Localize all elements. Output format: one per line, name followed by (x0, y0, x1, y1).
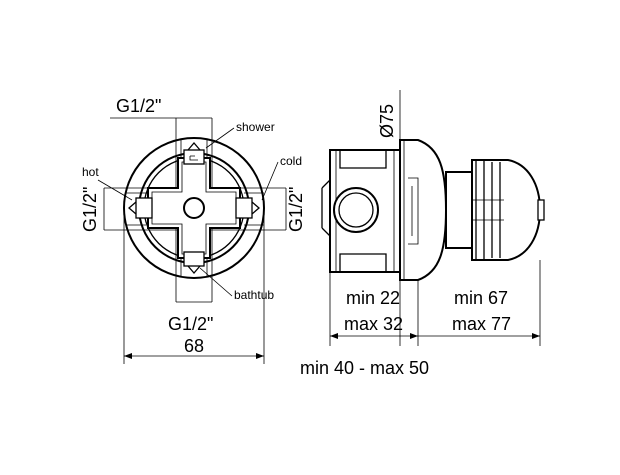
hot-label: hot (82, 165, 99, 179)
bottom-thread-label: G1/2" (168, 314, 213, 334)
cold-label: cold (280, 154, 302, 168)
side-view: Ø75 min 22 max 32 min 67 max 77 min 40 -… (300, 90, 545, 378)
left-thread-label: G1/2" (80, 187, 100, 232)
front-view: G1/2" G1/2" G1/2" G1/2" 68 shower cold h… (80, 96, 306, 364)
port-tabs (128, 142, 260, 274)
handle-stem (445, 171, 473, 249)
width-dimension: 68 (184, 336, 204, 356)
handle-depth-min: min 67 (454, 288, 508, 308)
handle-depth-max: max 77 (452, 314, 511, 334)
handle-knob (471, 159, 542, 261)
body-depth-min: min 22 (346, 288, 400, 308)
right-thread-label: G1/2" (286, 187, 306, 232)
shower-label: shower (236, 120, 275, 134)
escutcheon (399, 139, 448, 281)
diameter-label: Ø75 (377, 104, 397, 138)
cross-body (147, 157, 241, 259)
top-thread-label: G1/2" (116, 96, 161, 116)
side-port-outer (333, 187, 379, 233)
body-depth-max: max 32 (344, 314, 403, 334)
center-hole (183, 197, 205, 219)
overall-depth-label: min 40 - max 50 (300, 358, 429, 378)
bathtub-label: bathtub (234, 288, 274, 302)
knob-ribs (472, 160, 504, 260)
